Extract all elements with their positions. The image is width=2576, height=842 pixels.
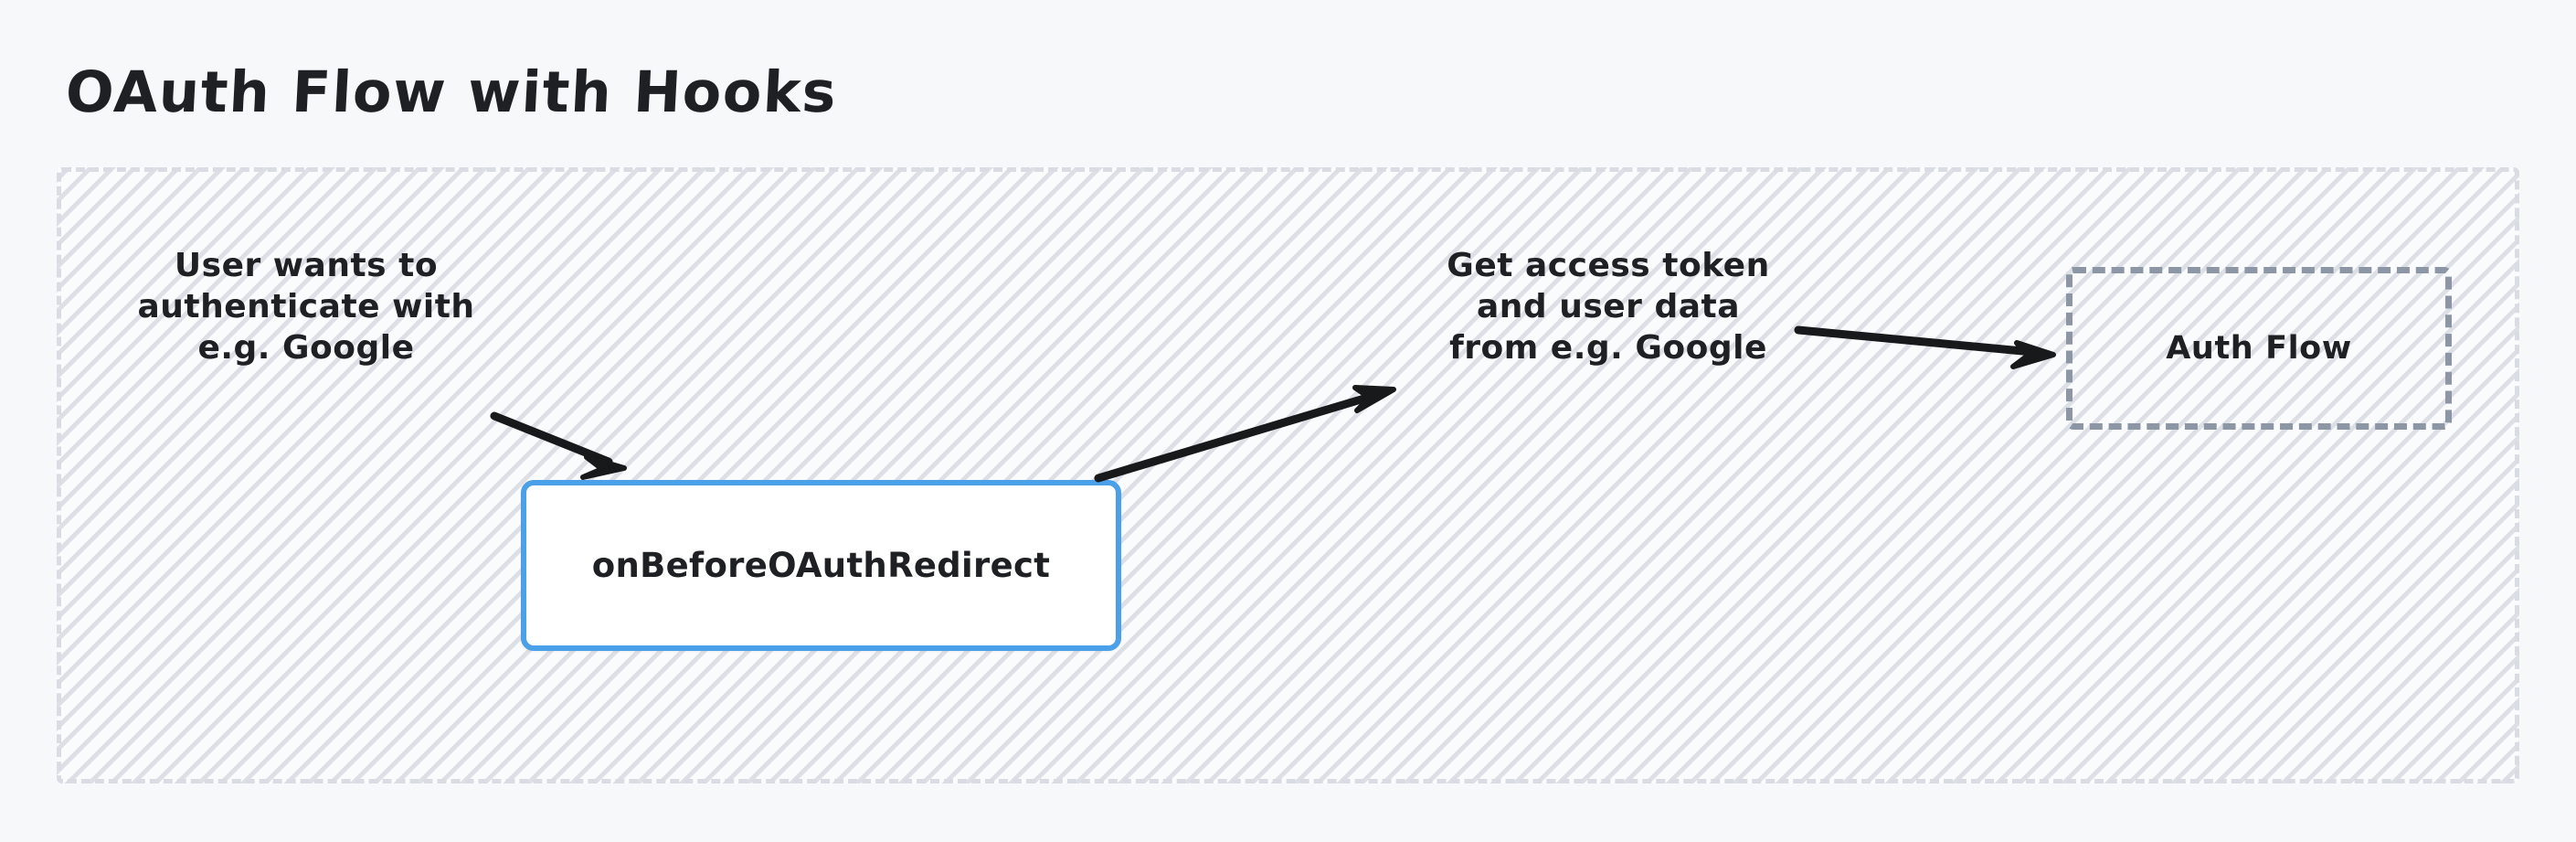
node-label: onBeforeOAuthRedirect bbox=[591, 546, 1051, 585]
node-on-before-oauth-redirect[interactable]: onBeforeOAuthRedirect bbox=[521, 480, 1121, 651]
node-label: Auth Flow bbox=[2166, 330, 2352, 367]
node-auth-flow[interactable]: Auth Flow bbox=[2066, 267, 2452, 430]
edge-label-get-access-token: Get access token and user data from e.g.… bbox=[1447, 247, 1770, 367]
page-title: OAuth Flow with Hooks bbox=[64, 59, 840, 125]
edge-label-user-authenticate: User wants to authenticate with e.g. Goo… bbox=[137, 247, 475, 367]
